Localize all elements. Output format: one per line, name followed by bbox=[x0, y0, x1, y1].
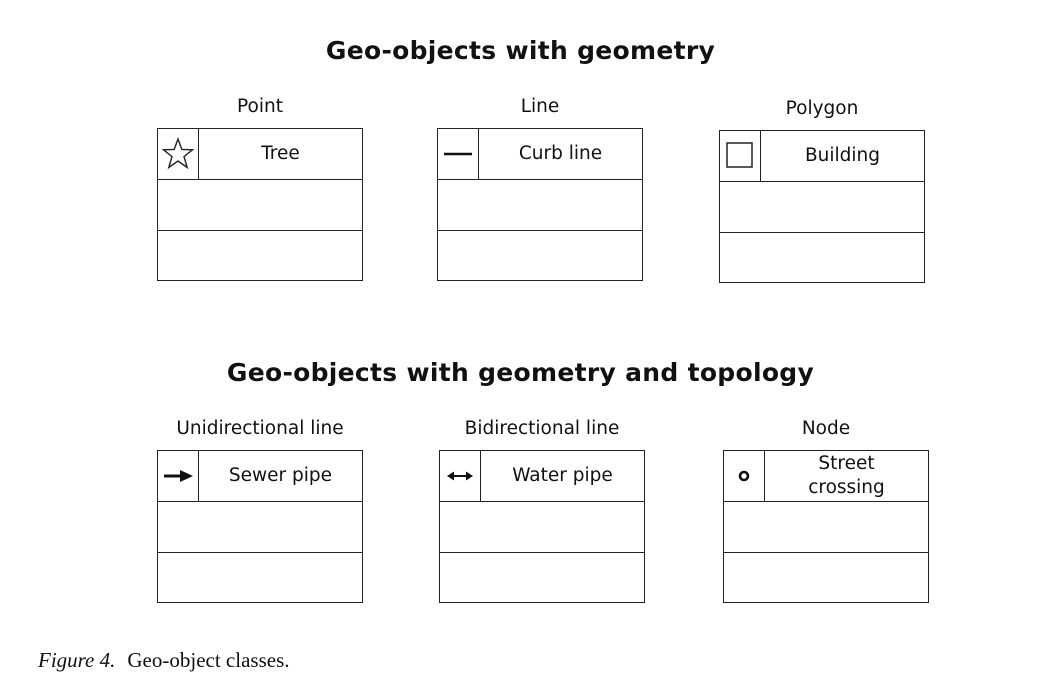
class-name: Water pipe bbox=[512, 464, 613, 486]
section-title-geometry-topology: Geo-objects with geometry and topology bbox=[226, 358, 815, 387]
icon-cell bbox=[720, 131, 761, 181]
class-header: Building bbox=[720, 131, 924, 182]
operations-row bbox=[440, 553, 644, 602]
star-icon bbox=[162, 137, 194, 170]
class-type-label: Node bbox=[801, 418, 851, 439]
arrow-right-icon bbox=[164, 470, 193, 482]
operations-row bbox=[158, 553, 362, 602]
class-name-text: Street crossing bbox=[808, 452, 885, 498]
class-type-label: Line bbox=[520, 96, 560, 117]
class-type-label: Polygon bbox=[785, 98, 859, 119]
operations-row bbox=[720, 233, 924, 282]
node-dot-icon bbox=[738, 470, 750, 482]
operations-row bbox=[158, 231, 362, 280]
section-title-geometry: Geo-objects with geometry bbox=[325, 36, 716, 65]
double-arrow-icon bbox=[447, 471, 473, 481]
class-name: Tree bbox=[261, 142, 300, 164]
attributes-row bbox=[720, 182, 924, 233]
operations-row bbox=[438, 231, 642, 280]
square-icon bbox=[726, 142, 753, 168]
figure-caption-text: Geo-object classes. bbox=[127, 648, 290, 672]
class-type-label: Bidirectional line bbox=[464, 418, 620, 439]
class-header: Tree bbox=[158, 129, 362, 180]
class-box: Street crossing bbox=[723, 450, 929, 603]
figure-number: Figure 4. bbox=[38, 648, 116, 672]
class-box: Sewer pipe bbox=[157, 450, 363, 603]
attributes-row bbox=[158, 180, 362, 231]
class-box: Curb line bbox=[437, 128, 643, 281]
class-name: Street crossing bbox=[765, 451, 928, 501]
class-header: Sewer pipe bbox=[158, 451, 362, 502]
attributes-row bbox=[438, 180, 642, 231]
line-icon bbox=[444, 152, 472, 156]
class-box: Water pipe bbox=[439, 450, 645, 603]
attributes-row bbox=[440, 502, 644, 553]
class-box: Building bbox=[719, 130, 925, 283]
class-header: Water pipe bbox=[440, 451, 644, 502]
operations-row bbox=[724, 553, 928, 602]
icon-cell bbox=[724, 451, 765, 501]
figure-caption: Figure 4. Geo-object classes. bbox=[38, 648, 290, 673]
class-name: Sewer pipe bbox=[228, 464, 333, 486]
class-type-label: Point bbox=[237, 96, 283, 117]
class-type-label: Unidirectional line bbox=[176, 418, 344, 439]
icon-cell bbox=[158, 451, 199, 501]
class-header: Curb line bbox=[438, 129, 642, 180]
class-header: Street crossing bbox=[724, 451, 928, 502]
attributes-row bbox=[724, 502, 928, 553]
icon-cell bbox=[438, 129, 479, 179]
class-box: Tree bbox=[157, 128, 363, 281]
class-name: Curb line bbox=[518, 142, 603, 164]
attributes-row bbox=[158, 502, 362, 553]
icon-cell bbox=[440, 451, 481, 501]
icon-cell bbox=[158, 129, 199, 179]
class-name: Building bbox=[804, 144, 881, 166]
